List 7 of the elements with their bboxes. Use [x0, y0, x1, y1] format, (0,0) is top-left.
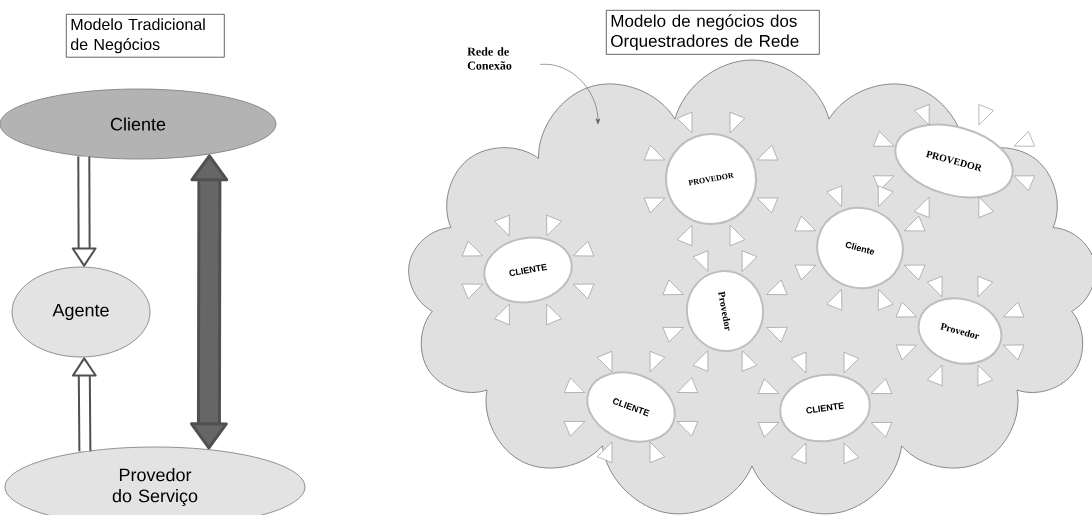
- block-arrow: [71, 156, 97, 267]
- title-box: Modelo de negócios dos Orquestradores de Rede: [606, 10, 820, 55]
- block-arrow: [71, 357, 97, 452]
- leader-line: [540, 64, 601, 125]
- double-arrow: [190, 154, 229, 450]
- title-box: Modelo Tradicional de Negócios: [66, 14, 225, 58]
- callout-text: Rede de Conexão: [467, 47, 512, 70]
